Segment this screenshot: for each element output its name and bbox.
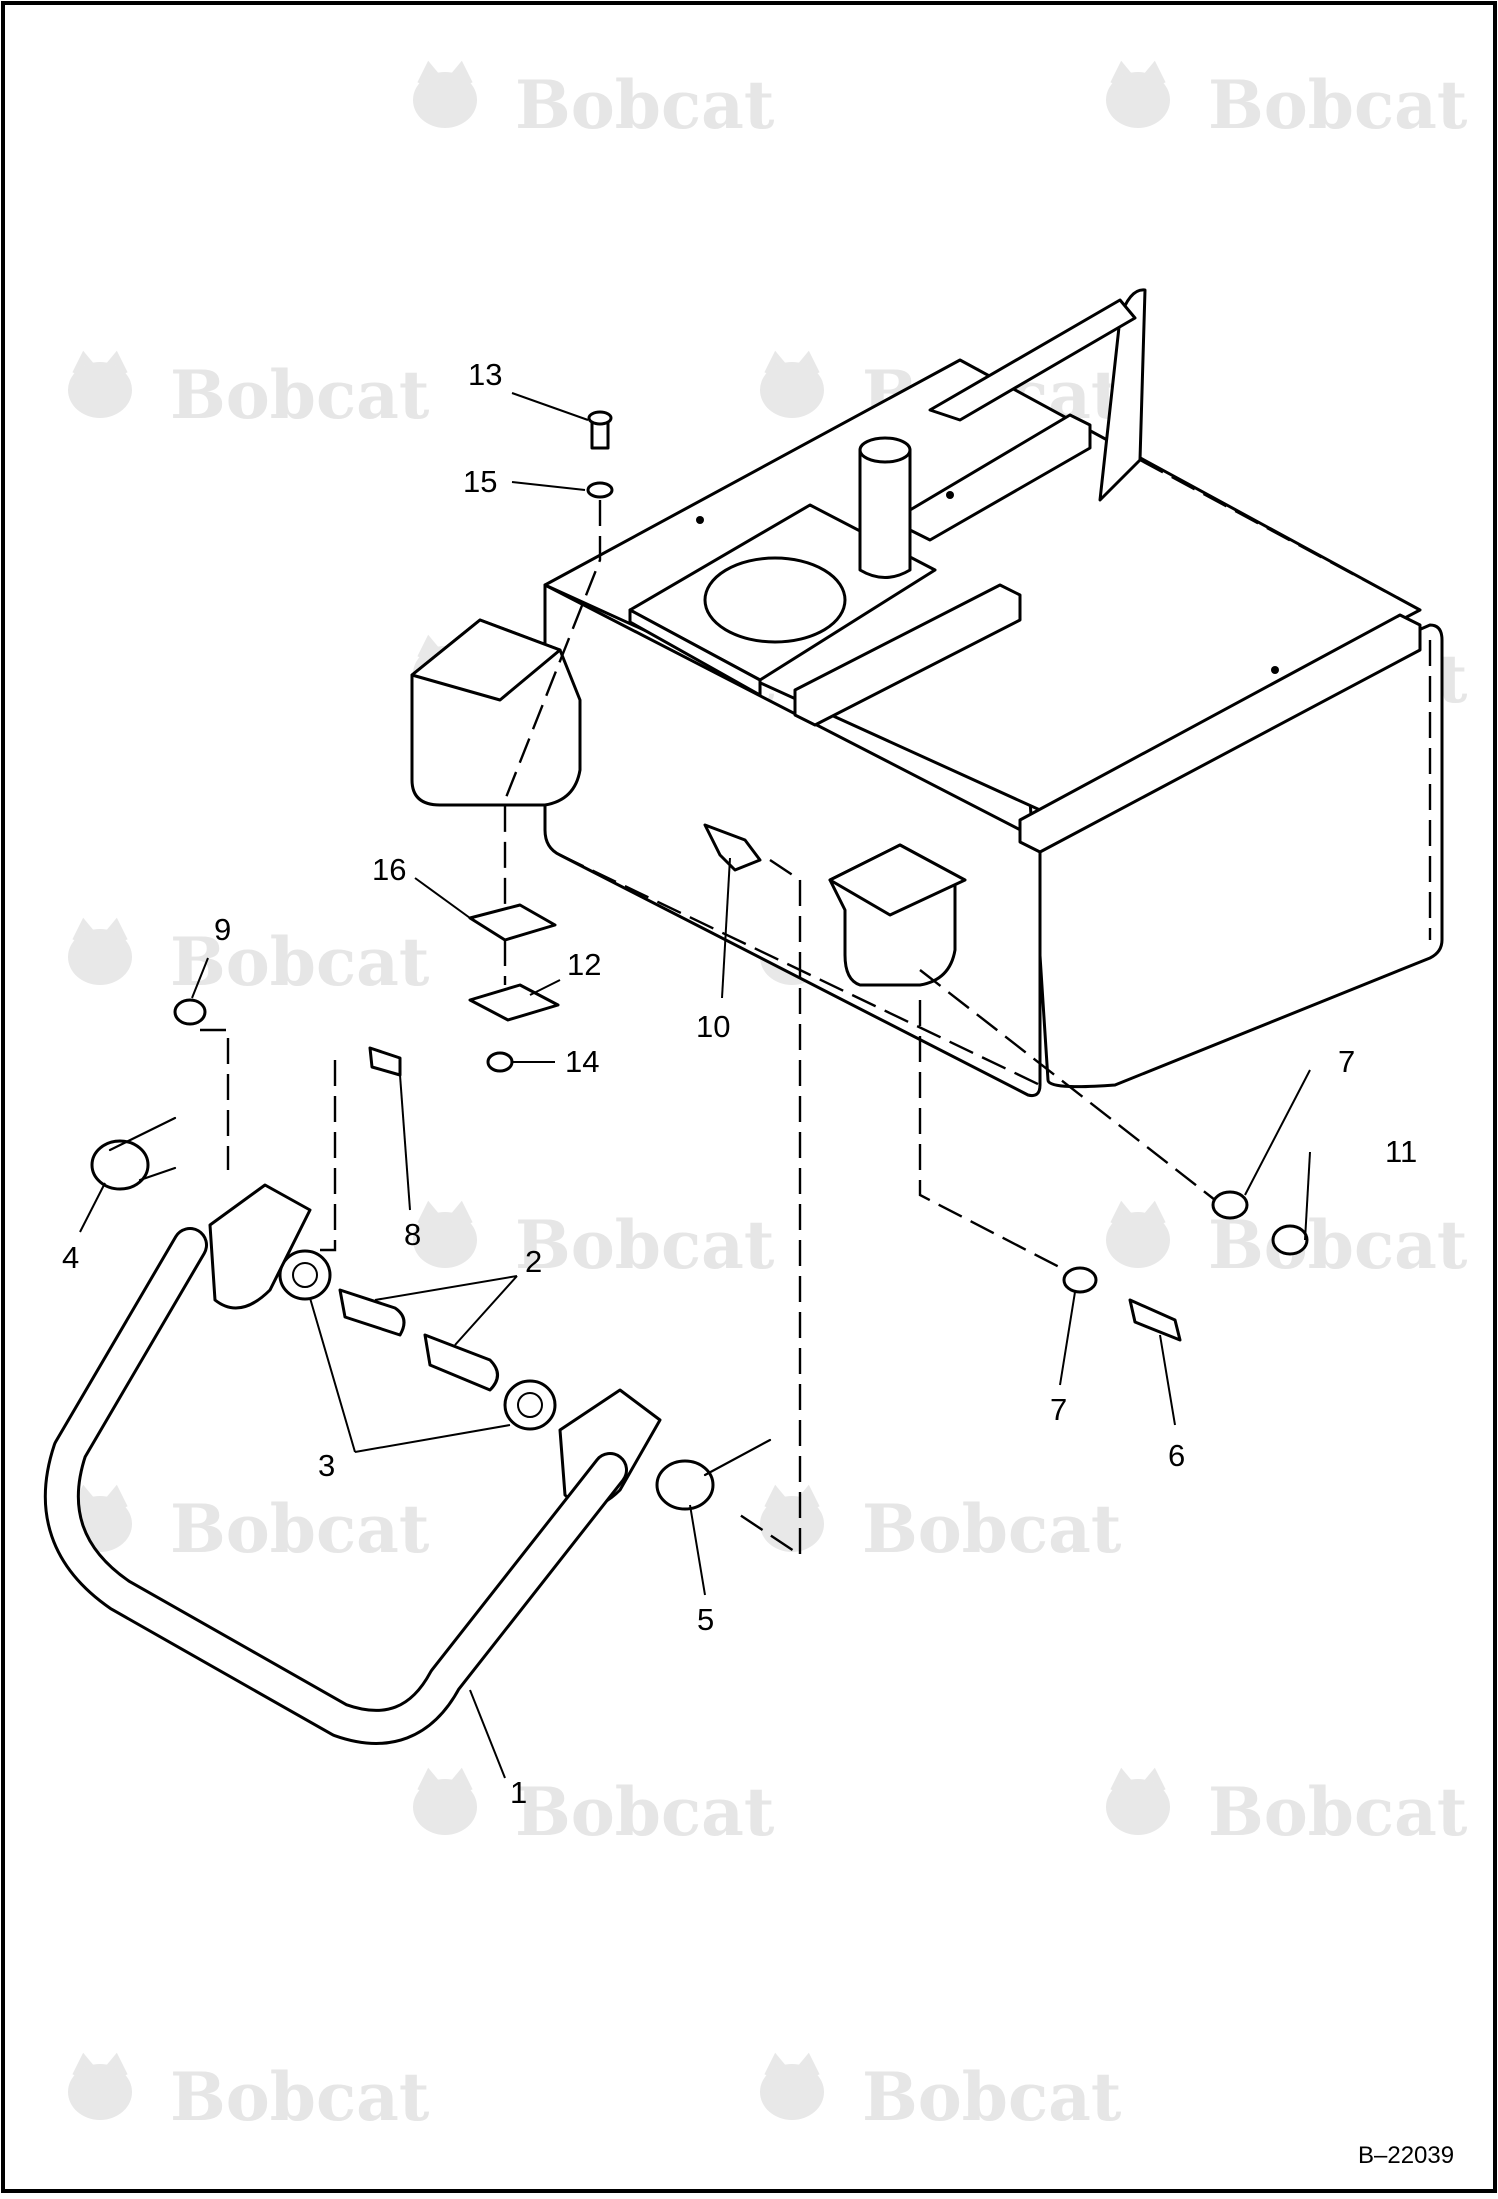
callout-15: 15: [463, 464, 497, 499]
callout-12: 12: [567, 947, 601, 982]
watermark-brand: Bobcat: [1208, 1773, 1468, 1851]
callout-3: 3: [318, 1448, 335, 1483]
watermark: Bobcat: [1106, 1767, 1468, 1851]
bobcat-logo-icon: [1106, 60, 1170, 128]
callout-8: 8: [404, 1217, 421, 1252]
watermark-brand: Bobcat: [170, 1490, 430, 1568]
bobcat-logo-icon: [760, 350, 824, 418]
bobcat-logo-icon: [413, 1767, 477, 1835]
callout-labels: 13 15 16 12 14 9 8 10 7 11 7 6 4 2 3 5 1: [62, 357, 1417, 1810]
watermark-brand: Bobcat: [515, 1773, 775, 1851]
callout-11: 11: [1385, 1134, 1417, 1169]
watermark: Bobcat: [760, 2052, 1122, 2136]
watermark-brand: Bobcat: [1208, 66, 1468, 144]
washer-15: [586, 481, 614, 499]
callout-16: 16: [372, 852, 406, 887]
pin-10: [703, 823, 762, 872]
bushing-3-left: [278, 1249, 332, 1301]
watermark-brand: Bobcat: [170, 923, 430, 1001]
bolt-6: [1128, 1298, 1182, 1342]
bobcat-logo-icon: [413, 60, 477, 128]
watermark: Bobcat: [760, 1484, 1122, 1568]
bobcat-logo-icon: [760, 1484, 824, 1552]
bobcat-logo-icon: [68, 917, 132, 985]
watermark-brand: Bobcat: [1208, 1206, 1468, 1284]
bobcat-logo-icon: [68, 350, 132, 418]
callout-5: 5: [697, 1602, 714, 1637]
bobcat-logo-icon: [68, 2052, 132, 2120]
watermark: Bobcat: [1106, 1200, 1468, 1284]
callout-13: 13: [468, 357, 502, 392]
watermark-brand: Bobcat: [862, 1490, 1122, 1568]
tank-body: [410, 288, 1444, 1097]
nut-11: [1271, 1224, 1309, 1256]
bushing-3-right: [503, 1379, 557, 1431]
nut-9: [173, 998, 207, 1026]
watermark-brand: Bobcat: [170, 2058, 430, 2136]
plate-12: [468, 983, 560, 1022]
leader-lines: [79, 392, 1311, 1779]
spring-4: [90, 1116, 177, 1191]
watermark: Bobcat: [413, 60, 775, 144]
watermark: Bobcat: [1106, 60, 1468, 144]
washer-7-lower: [1062, 1266, 1098, 1294]
callout-4: 4: [62, 1240, 79, 1275]
callout-10: 10: [696, 1009, 730, 1044]
callout-7-lower: 7: [1050, 1392, 1067, 1427]
pin-2-upper: [338, 1288, 406, 1337]
watermark-brand: Bobcat: [170, 356, 430, 434]
callout-9: 9: [214, 912, 231, 947]
bobcat-logo-icon: [760, 2052, 824, 2120]
handle-1-fill: [46, 1230, 625, 1742]
bobcat-logo-icon: [413, 1200, 477, 1268]
callout-14: 14: [565, 1044, 599, 1079]
bobcat-logo-icon: [1106, 1767, 1170, 1835]
bolt-13: [587, 410, 613, 450]
watermark: Bobcat: [68, 350, 430, 434]
bobcat-logo-icon: [1106, 1200, 1170, 1268]
figure-reference: B–22039: [1358, 2142, 1454, 2169]
watermark: Bobcat: [413, 1767, 775, 1851]
washer-7-right: [1211, 1190, 1249, 1220]
callout-2: 2: [525, 1244, 542, 1279]
watermark-brand: Bobcat: [515, 1206, 775, 1284]
spring-5: [655, 1438, 772, 1511]
watermark: Bobcat: [413, 1200, 775, 1284]
callout-1: 1: [510, 1775, 527, 1810]
watermark: Bobcat: [68, 2052, 430, 2136]
callout-7-upper: 7: [1338, 1044, 1355, 1079]
pin-2-lower: [423, 1333, 499, 1392]
watermark: Bobcat: [68, 917, 430, 1001]
watermark-brand: Bobcat: [515, 66, 775, 144]
callout-6: 6: [1168, 1438, 1185, 1473]
pivot-bracket-left: [208, 1183, 312, 1310]
alignment-lines: [200, 358, 1432, 1558]
nut-14: [486, 1051, 514, 1073]
watermark-brand: Bobcat: [862, 2058, 1122, 2136]
plate-16: [468, 903, 557, 942]
